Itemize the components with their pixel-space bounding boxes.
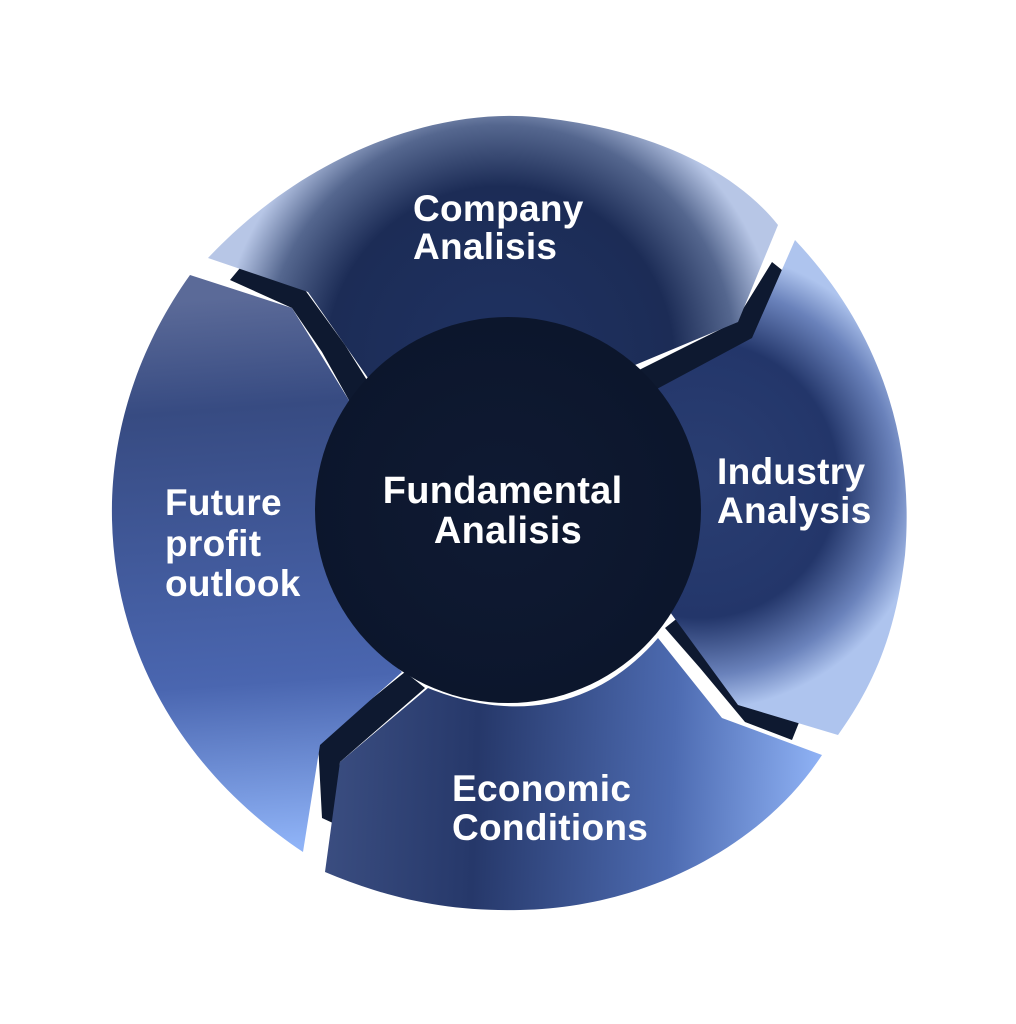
connector-bottom-left <box>318 672 425 824</box>
connector-top-left <box>230 262 370 402</box>
label-industry-line2: Analysis <box>717 490 872 531</box>
segment-industry-analysis <box>655 240 907 735</box>
label-economic-line2: Conditions <box>452 807 648 848</box>
label-company-line1: Company <box>413 188 584 229</box>
connector-top-right <box>635 262 792 395</box>
center-label-line2: Analisis <box>434 510 582 552</box>
label-economic-line1: Economic <box>452 768 631 809</box>
label-company-line2: Analisis <box>413 226 557 267</box>
segment-economic-conditions <box>325 638 822 911</box>
label-future-line2: profit <box>165 523 261 564</box>
center-label-line1: Fundamental <box>383 470 623 512</box>
label-future-profit-outlook: Future profit outlook <box>165 482 301 604</box>
segment-future-profit-outlook <box>111 275 402 852</box>
label-future-line3: outlook <box>165 563 301 604</box>
label-economic-conditions: Economic Conditions <box>452 768 648 848</box>
segment-company-analysis <box>208 115 778 378</box>
center-label: Fundamental Analisis <box>383 470 634 552</box>
label-company-analysis: Company Analisis <box>413 188 594 267</box>
label-future-line1: Future <box>165 482 282 523</box>
label-industry-analysis: Industry Analysis <box>717 451 876 531</box>
center-circle <box>315 317 701 703</box>
label-industry-line1: Industry <box>717 451 865 492</box>
